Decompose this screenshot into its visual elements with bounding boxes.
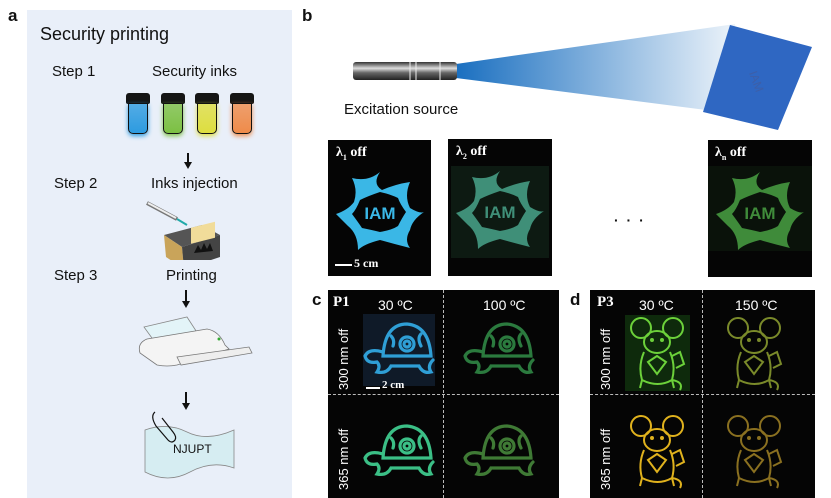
step-1-description: Security inks	[152, 63, 238, 80]
column-header: 30 ºC	[378, 297, 413, 313]
panel-label-c: c	[312, 290, 322, 309]
turtle-image	[463, 424, 535, 476]
turtle-image	[463, 322, 535, 374]
paperclip-icon	[152, 411, 177, 443]
ellipsis: · · ·	[614, 212, 646, 228]
step-1-label: Step 1	[52, 63, 96, 80]
arrow-down-icon	[182, 392, 189, 410]
scale-bar	[335, 264, 352, 266]
illuminated-target	[703, 25, 812, 130]
step-2-label: Step 2	[54, 175, 98, 192]
turtle-image	[363, 424, 435, 476]
excitation-illustration: IAM	[353, 24, 812, 130]
panel-label-a: a	[8, 6, 18, 25]
scale-bar-label: 2 cm	[382, 379, 405, 391]
vial-icon-green	[161, 93, 185, 135]
step-2-description: Inks injection	[151, 175, 238, 192]
ink-vials	[126, 93, 266, 143]
photo-lambda-2: λ2 off IAM	[448, 139, 552, 276]
sample-label: P3	[597, 294, 614, 310]
mouse-image	[630, 317, 686, 391]
scale-bar	[366, 387, 380, 389]
step-3-label: Step 3	[54, 267, 98, 284]
iam-logo: IAM	[716, 172, 804, 250]
column-header: 100 ºC	[483, 297, 526, 313]
printed-text: NJUPT	[173, 442, 212, 456]
arrow-down-icon	[184, 153, 191, 169]
printer-icon	[138, 316, 253, 367]
photo-label: λ2 off	[456, 144, 487, 161]
panel-label-b: b	[302, 6, 313, 25]
mouse-image	[727, 415, 783, 489]
p1-thermal-grid: P1 30 ºC 100 ºC 300 nm off 365 nm off 2	[328, 290, 559, 498]
mouse-image	[727, 317, 783, 391]
column-header: 30 ºC	[639, 297, 674, 313]
p3-thermal-grid: P3 30 ºC 150 ºC 300 nm off 365 nm off	[590, 290, 815, 498]
target-text: IAM	[746, 69, 766, 94]
ink-cartridge-icon	[146, 201, 220, 260]
vial-icon-orange	[230, 93, 254, 135]
photo-lambda-n: λn off IAM	[708, 140, 812, 277]
vial-icon-yellow	[195, 93, 219, 135]
row-header: 365 nm off	[598, 428, 613, 490]
step-3-description: Printing	[166, 267, 217, 284]
row-header: 365 nm off	[336, 428, 351, 490]
row-header: 300 nm off	[598, 328, 613, 390]
photo-label: λn off	[715, 145, 747, 162]
svg-text:IAM: IAM	[364, 204, 395, 223]
svg-text:IAM: IAM	[484, 203, 515, 222]
photo-label: λ1 off	[336, 145, 367, 162]
scale-bar-label: 5 cm	[354, 256, 379, 270]
turtle-image	[363, 322, 435, 374]
iam-logo: IAM	[456, 171, 544, 249]
sample-label: P1	[333, 294, 350, 310]
mouse-image	[630, 415, 686, 489]
vial-icon-blue	[126, 93, 150, 135]
photo-lambda-1: λ1 off IAM 5 cm	[328, 140, 431, 276]
svg-text:IAM: IAM	[744, 204, 775, 223]
printed-document-icon	[144, 411, 235, 479]
light-beam	[456, 24, 745, 115]
row-header: 300 nm off	[336, 328, 351, 390]
panel-a-title: Security printing	[40, 24, 170, 44]
panel-label-d: d	[570, 290, 581, 309]
security-printing-panel: Security printing Step 1 Security inks S…	[27, 10, 292, 498]
iam-logo: IAM	[336, 172, 424, 250]
arrow-down-icon	[182, 290, 189, 308]
excitation-source-label: Excitation source	[344, 101, 459, 118]
column-header: 150 ºC	[735, 297, 778, 313]
flashlight-icon	[353, 62, 457, 80]
